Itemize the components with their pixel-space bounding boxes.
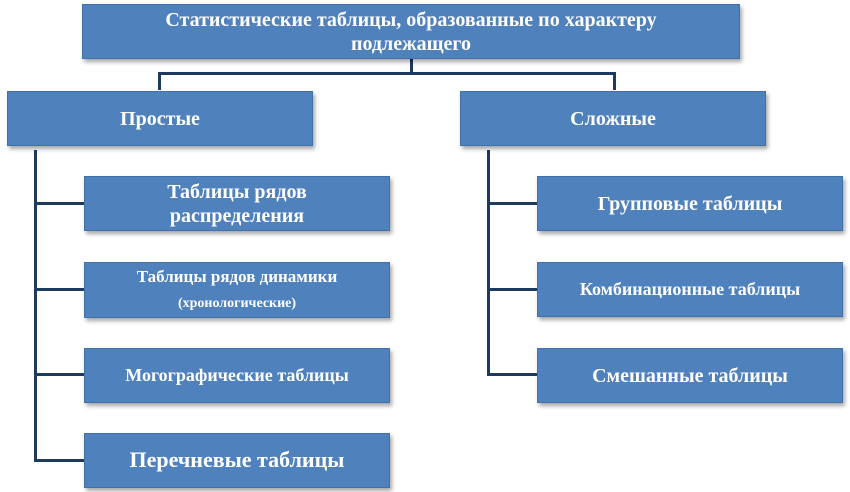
monographic-label: Могографические таблицы <box>125 364 349 385</box>
group-tables-box: Групповые таблицы <box>537 176 843 231</box>
left-branch-4 <box>34 459 84 462</box>
right-branch-3 <box>487 373 537 376</box>
distribution-line2: распределения <box>169 204 305 227</box>
dynamics-line2: (хронологические) <box>177 295 297 311</box>
mixed-tables-box: Смешанные таблицы <box>537 348 843 403</box>
connector-root-down <box>410 59 413 74</box>
distribution-line1: Таблицы рядов <box>167 180 307 203</box>
right-branch-1 <box>487 202 537 205</box>
right-branch-2 <box>487 288 537 291</box>
complex-box: Сложные <box>460 91 766 146</box>
root-label: Статистические таблицы, образованные по … <box>165 8 657 55</box>
simple-label: Простые <box>120 107 200 130</box>
connector-horizontal <box>158 72 616 75</box>
dynamics-series-tables-box: Таблицы рядов динамики (хронологические) <box>84 262 390 318</box>
left-branch-1 <box>34 202 84 205</box>
right-spine <box>487 150 490 376</box>
dynamics-line1: Таблицы рядов динамики <box>136 267 338 287</box>
group-tables-label: Групповые таблицы <box>597 192 783 215</box>
root-box: Статистические таблицы, образованные по … <box>82 4 740 59</box>
left-branch-2 <box>34 288 84 291</box>
simple-box: Простые <box>7 91 313 146</box>
distribution-series-tables-box: Таблицы рядов распределения <box>84 176 390 231</box>
left-branch-3 <box>34 373 84 376</box>
complex-label: Сложные <box>570 107 656 130</box>
list-tables-label: Перечневые таблицы <box>129 447 345 473</box>
left-spine <box>34 150 37 462</box>
monographic-tables-box: Могографические таблицы <box>84 348 390 403</box>
combination-tables-label: Комбинационные таблицы <box>579 278 801 299</box>
combination-tables-box: Комбинационные таблицы <box>537 262 843 317</box>
connector-left-down <box>158 72 161 90</box>
list-tables-box: Перечневые таблицы <box>84 433 390 488</box>
connector-right-down <box>613 72 616 90</box>
mixed-tables-label: Смешанные таблицы <box>592 364 788 387</box>
